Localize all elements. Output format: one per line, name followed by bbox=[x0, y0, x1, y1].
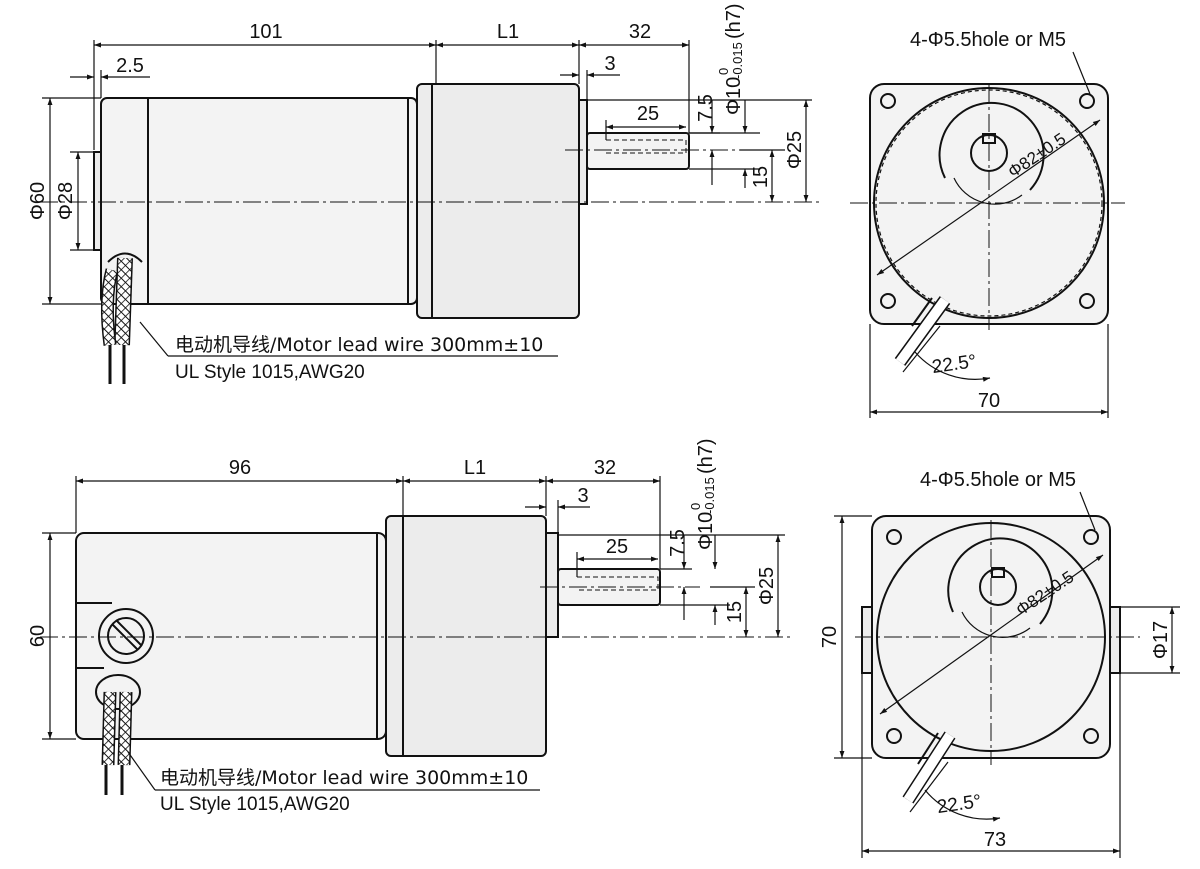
bottom-front-view: Φ82±0.5 4-Φ5.5hole or M5 22.5° 70 Φ17 73 bbox=[819, 469, 1180, 858]
dim-phi10-fit: (h7) bbox=[723, 3, 745, 39]
dim-60: 60 bbox=[27, 625, 49, 647]
dim-7-5: 7.5 bbox=[667, 529, 689, 557]
terminal-box-left bbox=[861, 606, 873, 674]
dim-phi10: Φ10 bbox=[723, 77, 745, 115]
dim-2-5: 2.5 bbox=[116, 55, 144, 77]
terminal-box bbox=[98, 608, 154, 664]
dim-phi10-tol-lower: -0.015 bbox=[730, 42, 745, 79]
dim-3: 3 bbox=[577, 485, 588, 507]
lead-wire-spec: UL Style 1015,AWG20 bbox=[160, 794, 350, 815]
dim-phi17: Φ17 bbox=[1150, 621, 1172, 659]
terminal-box-right bbox=[1109, 606, 1121, 674]
height-70: 70 bbox=[819, 626, 841, 648]
dim-l1: L1 bbox=[464, 457, 486, 479]
mount-hole-tl bbox=[880, 93, 896, 109]
dim-15: 15 bbox=[724, 601, 746, 623]
mount-hole-tl bbox=[886, 529, 902, 545]
dim-7-5: 7.5 bbox=[695, 94, 717, 122]
dim-96: 96 bbox=[229, 457, 251, 479]
lead-wire-spec: UL Style 1015,AWG20 bbox=[175, 362, 365, 383]
gear-head bbox=[385, 515, 547, 757]
mount-hole-br bbox=[1079, 293, 1095, 309]
gear-head bbox=[416, 83, 580, 319]
shaft-boss bbox=[545, 532, 559, 638]
angle-label: 22.5° bbox=[931, 351, 978, 378]
mount-hole-tr bbox=[1083, 529, 1099, 545]
dim-phi10-tol-lower: -0.015 bbox=[702, 477, 717, 514]
hole-callout: 4-Φ5.5hole or M5 bbox=[910, 29, 1066, 51]
dim-phi10-fit: (h7) bbox=[695, 438, 717, 474]
width-70: 70 bbox=[978, 390, 1000, 412]
mount-hole-tr bbox=[1079, 93, 1095, 109]
top-side-view: 101 L1 32 2.5 3 25 7.5 Φ10 0 bbox=[27, 3, 820, 384]
mount-hole-br bbox=[1083, 728, 1099, 744]
lead-wire-label: 电动机导线/Motor lead wire 300mm±10 bbox=[160, 767, 528, 789]
width-73: 73 bbox=[984, 829, 1006, 851]
dim-32: 32 bbox=[629, 21, 651, 43]
output-shaft bbox=[586, 132, 690, 170]
dim-32: 32 bbox=[594, 457, 616, 479]
dim-25-key: 25 bbox=[606, 536, 628, 558]
bottom-side-view: 96 L1 32 3 25 7.5 Φ10 0 -0.015 (h7) bbox=[27, 438, 790, 815]
top-front-view: Φ82±0.5 4-Φ5.5hole or M5 22.5° 70 bbox=[850, 29, 1125, 418]
dim-25-key: 25 bbox=[637, 103, 659, 125]
mount-hole-bl bbox=[880, 293, 896, 309]
dim-15: 15 bbox=[750, 166, 772, 188]
lead-wire-label: 电动机导线/Motor lead wire 300mm±10 bbox=[175, 334, 543, 356]
dim-phi60: Φ60 bbox=[27, 182, 49, 220]
hole-callout: 4-Φ5.5hole or M5 bbox=[920, 469, 1076, 491]
shaft-boss bbox=[578, 99, 588, 205]
dim-phi25: Φ25 bbox=[756, 567, 778, 605]
lead-wire-braid bbox=[115, 257, 132, 346]
dim-phi10: Φ10 bbox=[695, 512, 717, 550]
angle-label: 22.5° bbox=[936, 791, 983, 818]
dim-l1: L1 bbox=[497, 21, 519, 43]
dim-phi10-tol-upper: 0 bbox=[716, 68, 731, 75]
mount-hole-bl bbox=[886, 728, 902, 744]
lead-wire-braid bbox=[103, 691, 115, 766]
dim-3: 3 bbox=[604, 53, 615, 75]
dim-phi25: Φ25 bbox=[784, 131, 806, 169]
dim-phi10-tol-upper: 0 bbox=[688, 503, 703, 510]
cable-gland bbox=[95, 674, 141, 710]
dim-101: 101 bbox=[249, 21, 282, 43]
dim-phi28: Φ28 bbox=[55, 182, 77, 220]
